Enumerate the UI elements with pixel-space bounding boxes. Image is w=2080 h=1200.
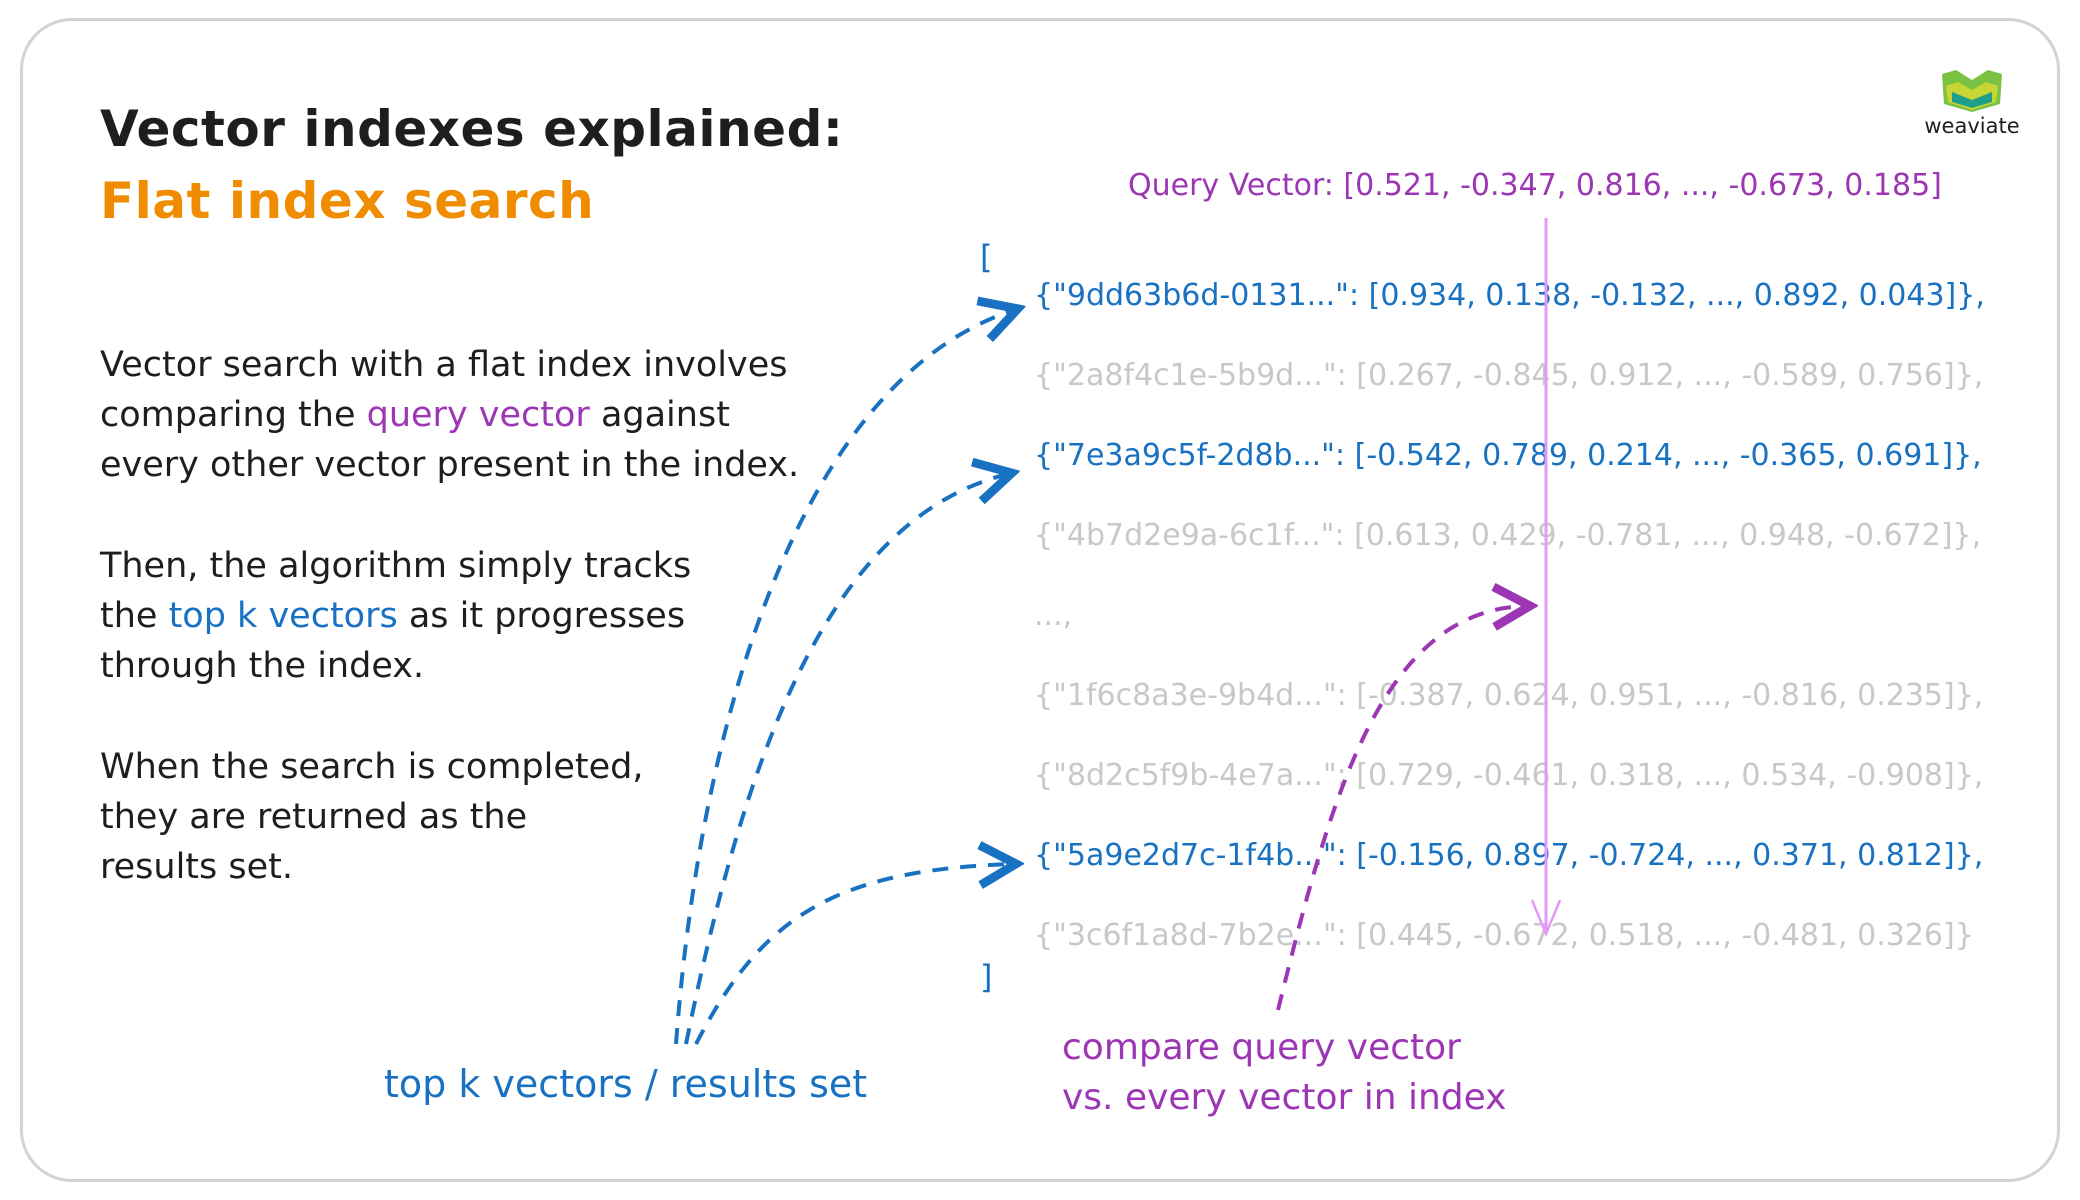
paragraph-results: When the search is completed, they are r… <box>100 742 644 892</box>
caption-compare-line-2: vs. every vector in index <box>1062 1077 1507 1118</box>
query-vector-value: [0.521, -0.347, 0.816, ..., -0.673, 0.18… <box>1343 168 1942 203</box>
p3-line-2: they are returned as the <box>100 797 528 837</box>
p1-line-1: Vector search with a flat index involves <box>100 345 788 385</box>
index-open-bracket: [ <box>980 238 993 276</box>
paragraph-tracking: Then, the algorithm simply tracks the to… <box>100 541 691 691</box>
vector-row-top-k: {"9dd63b6d-0131...": [0.934, 0.138, -0.1… <box>1034 278 1985 313</box>
caption-compare-line-1: compare query vector <box>1062 1027 1461 1068</box>
vector-row-top-k: {"7e3a9c5f-2d8b...": [-0.542, 0.789, 0.2… <box>1034 438 1982 473</box>
vector-row: {"4b7d2e9a-6c1f...": [0.613, 0.429, -0.7… <box>1034 518 1982 553</box>
highlight-top-k: top k vectors <box>168 596 398 636</box>
p2-line-2: the top k vectors as it progresses <box>100 596 686 636</box>
p1-line-3: every other vector present in the index. <box>100 445 800 485</box>
p1-line-2: comparing the query vector against <box>100 395 730 435</box>
vector-row: ..., <box>1034 598 1073 633</box>
title-line-1: Vector indexes explained: <box>100 100 844 158</box>
query-vector: Query Vector: [0.521, -0.347, 0.816, ...… <box>1128 168 1942 203</box>
vector-row: {"1f6c8a3e-9b4d...": [-0.387, 0.624, 0.9… <box>1034 678 1984 713</box>
diagram-card <box>20 18 2060 1182</box>
index-close-bracket: ] <box>980 958 993 996</box>
vector-row: {"3c6f1a8d-7b2e...": [0.445, -0.672, 0.5… <box>1034 918 1974 953</box>
vector-row: {"2a8f4c1e-5b9d...": [0.267, -0.845, 0.9… <box>1034 358 1984 393</box>
p2-line-3: through the index. <box>100 646 425 686</box>
vector-row-top-k: {"5a9e2d7c-1f4b...": [-0.156, 0.897, -0.… <box>1034 838 1984 873</box>
p3-line-3: results set. <box>100 847 293 887</box>
query-vector-label: Query Vector: <box>1128 168 1344 203</box>
paragraph-intro: Vector search with a flat index involves… <box>100 340 799 490</box>
weaviate-logo: weaviate <box>1912 68 2032 148</box>
highlight-query-vector: query vector <box>366 395 590 435</box>
p2-line-1: Then, the algorithm simply tracks <box>100 546 692 586</box>
vector-row: {"8d2c5f9b-4e7a...": [0.729, -0.461, 0.3… <box>1034 758 1984 793</box>
weaviate-logo-icon <box>1942 70 2002 112</box>
logo-wordmark: weaviate <box>1924 114 2020 138</box>
caption-top-k: top k vectors / results set <box>384 1062 868 1106</box>
title-line-2: Flat index search <box>100 172 595 230</box>
p3-line-1: When the search is completed, <box>100 747 644 787</box>
